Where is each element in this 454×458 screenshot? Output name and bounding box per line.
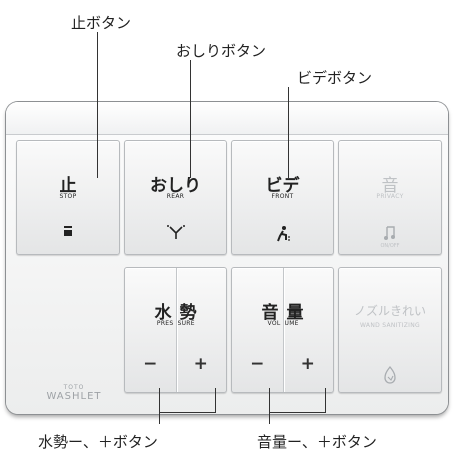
privacy-sublabel: PRIVACY <box>376 193 404 200</box>
leader-line-pressure-bridge <box>159 412 216 413</box>
front-sublabel: FRONT <box>271 193 294 200</box>
wand-sublabel: WAND SANITIZING <box>360 322 420 329</box>
privacy-button[interactable]: 音 PRIVACY ON/OFF <box>338 140 442 255</box>
minus-icon: − <box>250 354 265 374</box>
privacy-onoff-label: ON/OFF <box>380 243 400 249</box>
callout-front-button: ビデボタン <box>297 69 373 87</box>
brand-bottom: WASHLET <box>46 391 102 402</box>
front-label: ビデ <box>265 176 300 196</box>
leader-line-volume-bridge <box>269 412 326 413</box>
pressure-label-left: 水 <box>154 303 172 323</box>
callout-stop-button: 止ボタン <box>71 14 132 32</box>
leader-line-volume-minus <box>269 388 270 424</box>
leader-line-front <box>288 87 289 178</box>
plus-icon: + <box>300 354 315 374</box>
volume-divider <box>282 268 284 392</box>
brand-logo: TOTO WASHLET <box>44 384 104 402</box>
remote-top-bevel <box>6 102 448 135</box>
pressure-button[interactable]: 水 PRES − 勢 SURE + <box>124 267 227 393</box>
callout-pressure-buttons: 水勢ー、＋ボタン <box>38 433 158 451</box>
rear-sublabel: REAR <box>166 193 185 200</box>
plus-icon: + <box>193 354 208 374</box>
front-button[interactable]: ビデ FRONT <box>231 140 334 255</box>
privacy-label: 音 <box>381 176 399 196</box>
volume-plus-button[interactable]: 量 UME + <box>283 268 334 392</box>
leader-line-rear <box>190 60 191 178</box>
leader-line-volume-plus <box>325 388 326 412</box>
volume-sublabel-left: VOL <box>267 320 281 327</box>
volume-sublabel-right: UME <box>284 320 299 327</box>
leader-line-stop <box>97 32 98 178</box>
music-note-icon <box>339 225 441 241</box>
wand-clean-icon <box>339 366 441 384</box>
callout-rear-button: おしりボタン <box>176 42 267 60</box>
stop-label: 止 <box>59 176 77 196</box>
volume-label-right: 量 <box>286 303 304 323</box>
rear-button[interactable]: おしり REAR <box>124 140 227 255</box>
wand-sanitizing-button[interactable]: ノズルきれい WAND SANITIZING <box>338 267 442 393</box>
brand-top: TOTO <box>63 384 85 391</box>
volume-minus-button[interactable]: 音 VOL − <box>232 268 283 392</box>
pressure-label-right: 勢 <box>179 303 197 323</box>
stop-icon <box>17 225 119 237</box>
pressure-plus-button[interactable]: 勢 SURE + <box>176 268 227 392</box>
callout-volume-buttons: 音量ー、＋ボタン <box>257 433 377 451</box>
stop-sublabel: STOP <box>59 193 77 200</box>
rear-spray-icon <box>125 225 226 241</box>
leader-line-pressure-minus <box>159 388 160 424</box>
minus-icon: − <box>143 354 158 374</box>
leader-line-pressure-plus <box>215 388 216 412</box>
front-spray-icon <box>232 225 333 243</box>
stop-button[interactable]: 止 STOP <box>16 140 120 255</box>
volume-button[interactable]: 音 VOL − 量 UME + <box>231 267 334 393</box>
pressure-sublabel-right: SURE <box>177 320 195 327</box>
wand-label: ノズルきれい <box>353 304 426 318</box>
pressure-divider <box>175 268 177 392</box>
pressure-sublabel-left: PRES <box>156 320 174 327</box>
volume-label-left: 音 <box>261 303 279 323</box>
rear-label: おしり <box>150 176 201 196</box>
pressure-minus-button[interactable]: 水 PRES − <box>125 268 176 392</box>
